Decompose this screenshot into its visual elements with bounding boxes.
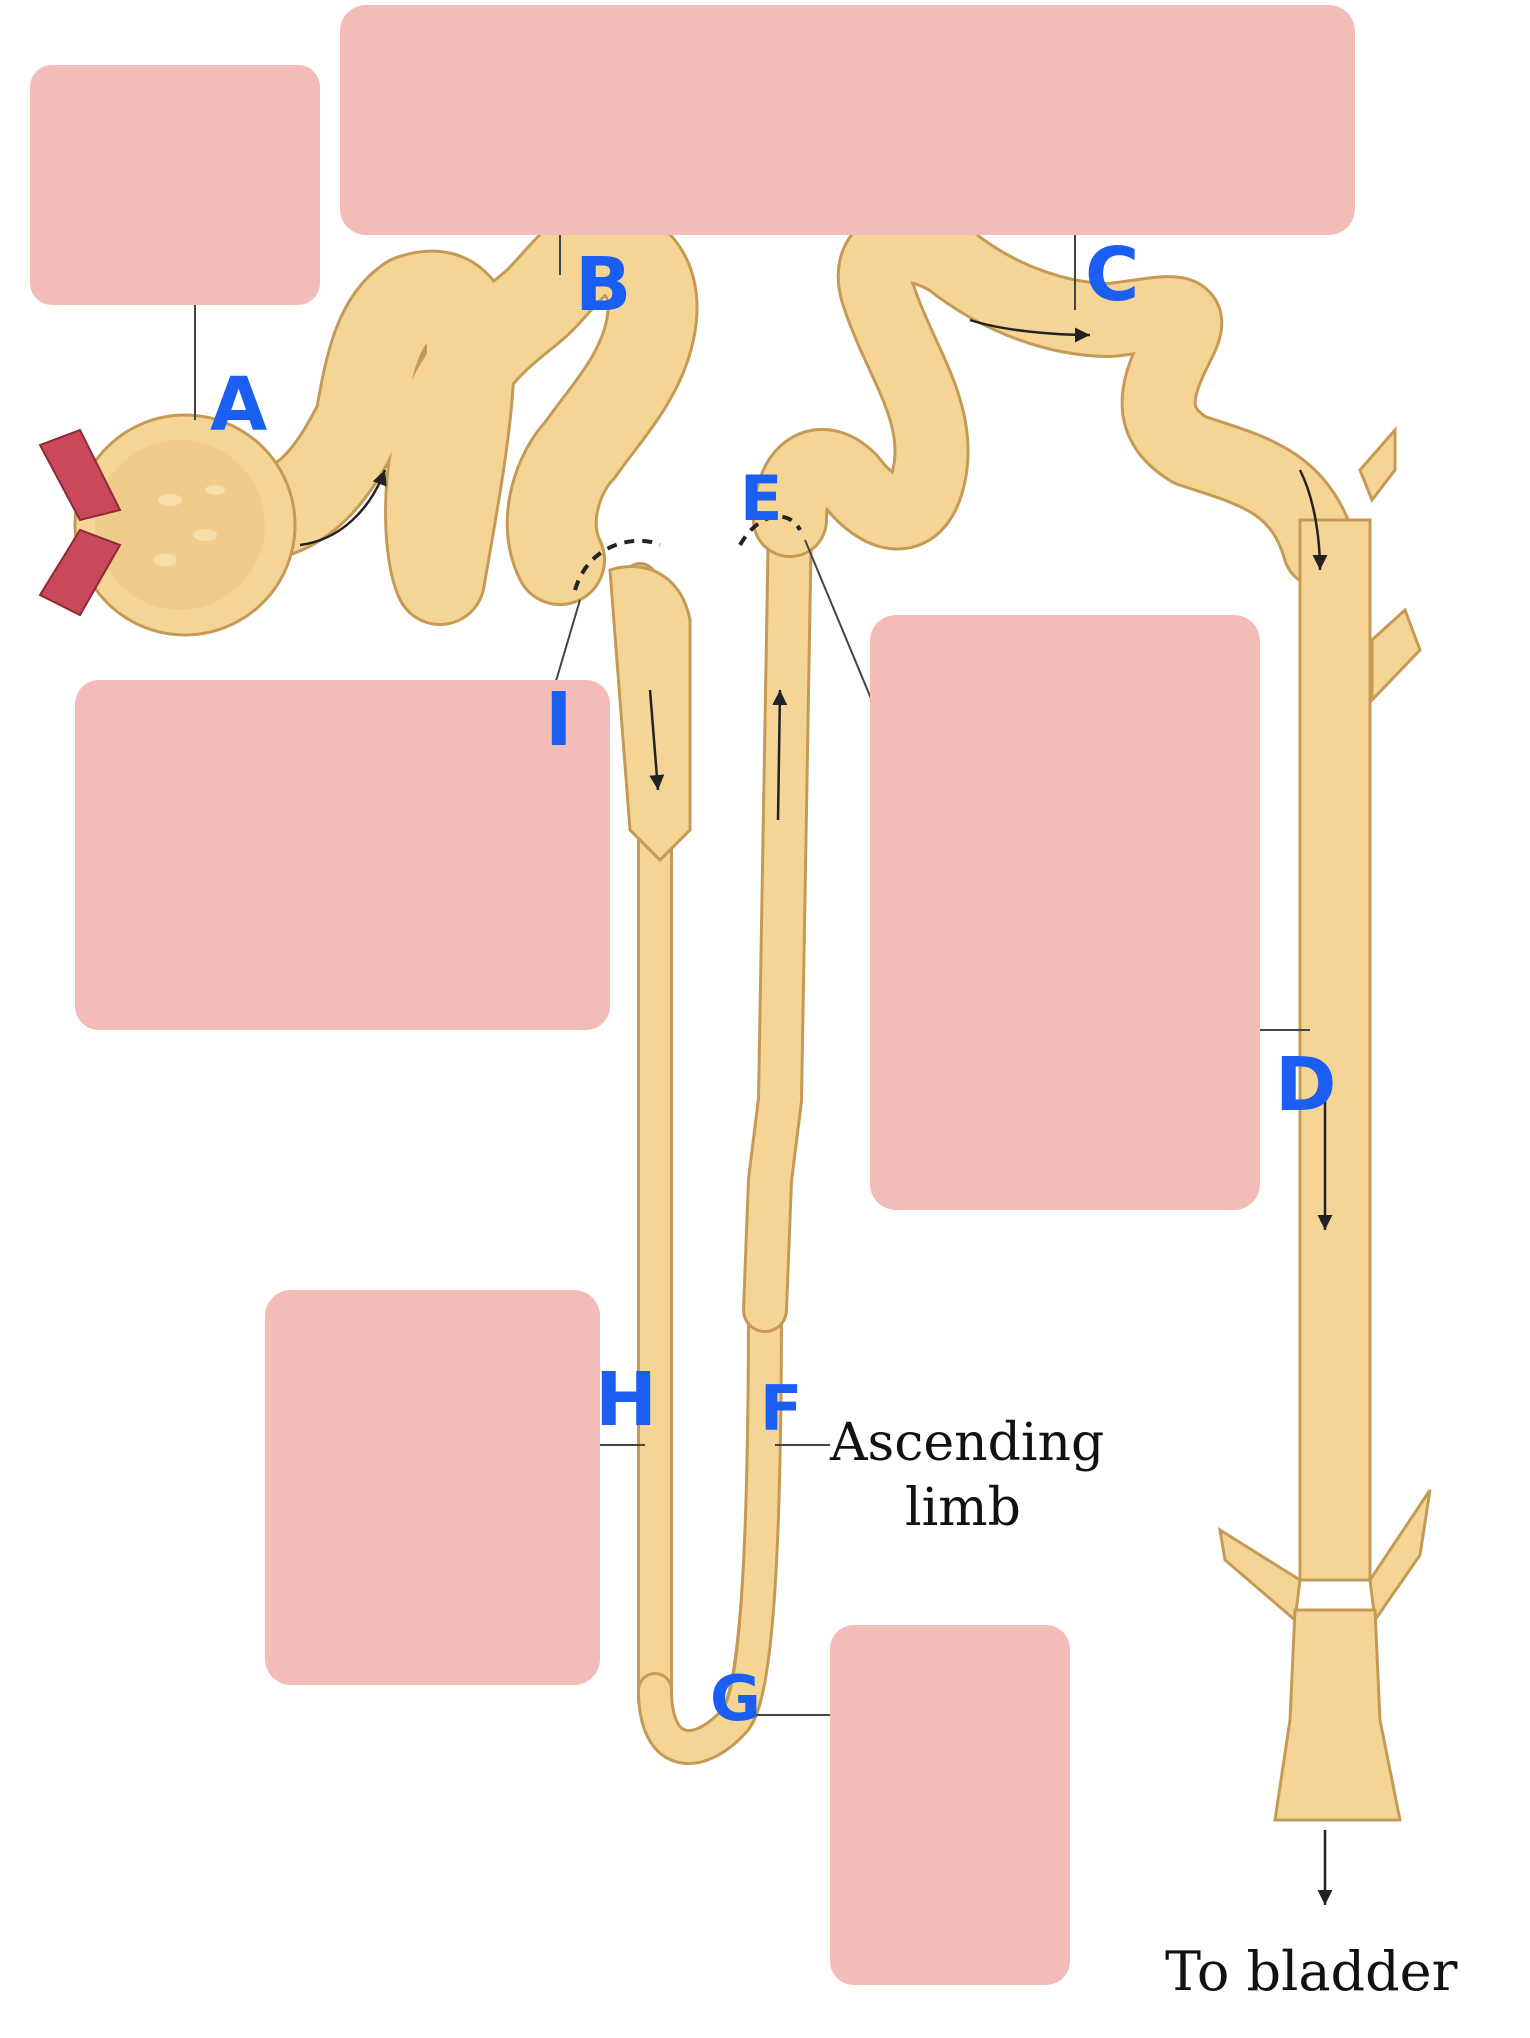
label-d: D xyxy=(1275,1042,1336,1128)
label-i: I xyxy=(545,677,573,763)
glomerular-vessels xyxy=(38,428,122,617)
cover-patch-i xyxy=(75,680,610,1030)
label-e: E xyxy=(740,462,782,535)
dashed-boundary-left xyxy=(573,538,661,591)
flow-arrows xyxy=(299,318,1333,1905)
ascending-limb-label-line2: limb xyxy=(905,1478,1021,1538)
dashed-boundary-right xyxy=(738,514,802,547)
label-h: H xyxy=(595,1357,657,1443)
label-f: F xyxy=(760,1372,802,1445)
ascending-limb-label-line1: Ascending xyxy=(829,1413,1104,1473)
label-a: A xyxy=(210,362,267,448)
cover-patch-g xyxy=(830,1625,1070,1985)
label-b: B xyxy=(575,242,631,328)
nephron-tubule xyxy=(73,204,1432,1822)
label-c: C xyxy=(1085,232,1139,318)
to-bladder-label: To bladder xyxy=(1165,1940,1458,2003)
label-g: G xyxy=(710,1662,761,1735)
cover-patch-e xyxy=(870,615,1260,1210)
cover-patch-b-c xyxy=(340,5,1355,235)
cover-patch-h xyxy=(265,1290,600,1685)
cover-patch-a xyxy=(30,65,320,305)
cover-patches xyxy=(30,5,1355,1985)
